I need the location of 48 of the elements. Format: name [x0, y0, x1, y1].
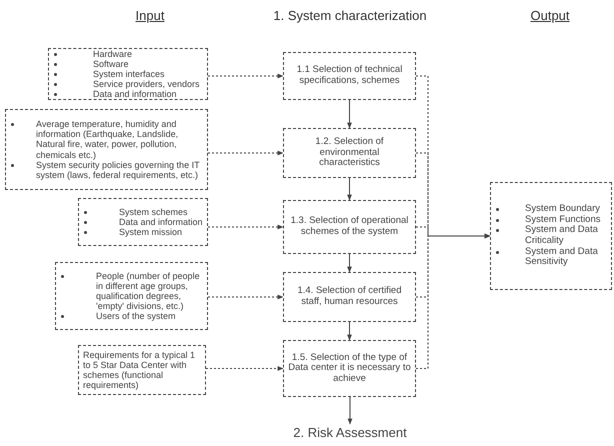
input-box: [48, 48, 208, 100]
list-item: People (number of people in different age groups, qualification degrees, 'empty' divisions, etc.): [96, 270, 200, 312]
list-item: System mission: [119, 227, 182, 238]
box-text: 1.5. Selection of the type of Data center it is necessary to achieve: [288, 352, 411, 384]
arrow: [208, 224, 284, 230]
arrow: [208, 150, 284, 156]
input-box: [55, 262, 208, 330]
step-label: 2. Risk Assessment: [293, 424, 407, 440]
output-box: [490, 182, 612, 290]
process-box: [283, 272, 416, 322]
list-item: System Functions: [525, 214, 600, 225]
box-text: 1.3. Selection of operational schemes of the system: [290, 215, 408, 237]
list-item: Software: [93, 58, 129, 69]
column-heading: Input: [136, 8, 164, 23]
arrow: [208, 74, 284, 78]
arrow: [347, 322, 352, 341]
list-item: System Boundary: [525, 203, 600, 214]
arrow: [208, 294, 284, 300]
box-text: 1.2. Selection of environmental characteristics: [315, 136, 384, 168]
list-item: Users of the system: [96, 311, 176, 322]
box-text: 1.4. Selection of certified staff, human resources: [297, 285, 402, 307]
column-heading: Output: [530, 8, 570, 23]
list-item: System interfaces: [93, 68, 165, 79]
list-item: Data and information: [93, 89, 177, 100]
input-box: [5, 109, 208, 190]
box-text: 1.1 Selection of technical specifications, schemes: [296, 64, 402, 86]
process-box: [283, 200, 416, 254]
list-item: Hardware: [93, 48, 132, 59]
process-box: [283, 52, 416, 100]
list-item: System and Data Criticality: [525, 224, 598, 246]
box-text: Requirements for a typical 1 to 5 Star Data Center with schemes (functional requirements): [83, 350, 196, 390]
arrow: [416, 234, 491, 369]
input-box: [78, 198, 208, 246]
input-box: [78, 345, 206, 395]
arrow: [348, 396, 352, 425]
process-box: [283, 340, 416, 397]
arrow: [347, 100, 352, 129]
diagram-title: 1. System characterization: [273, 8, 427, 23]
arrow: [206, 366, 284, 371]
arrow: [347, 254, 352, 273]
list-item: Data and information: [119, 216, 203, 227]
list-item: System schemes: [119, 206, 188, 217]
list-item: System and Data Sensitivity: [525, 246, 598, 268]
list-item: Service providers, vendors: [93, 79, 200, 90]
list-item: System security policies governing the IT system (laws, federal requirements, etc.): [36, 160, 200, 180]
list-item: Average temperature, humidity and information (Earthquake, Landslide, Natural fire, water, power, pollution, chemicals etc.): [36, 119, 178, 160]
process-box: [283, 128, 416, 178]
arrow: [347, 178, 352, 201]
